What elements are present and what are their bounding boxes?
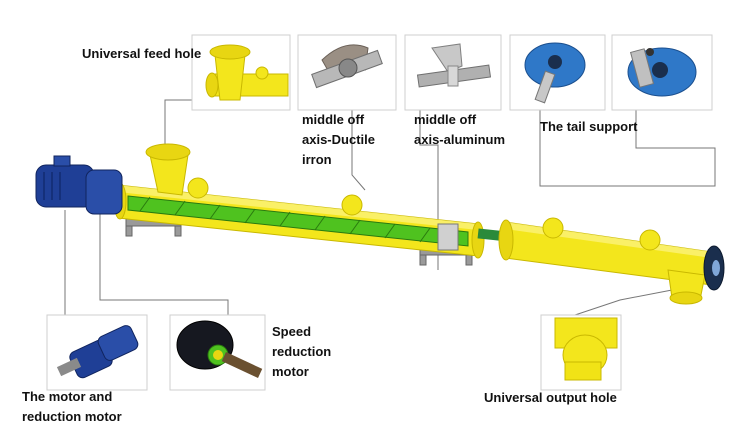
label-speed-motor: Speed reduction motor (272, 324, 332, 379)
thumb-tail-1-image (524, 42, 586, 104)
feed-hopper (145, 143, 191, 196)
main-conveyor (35, 143, 725, 305)
tail-support-disc (703, 245, 725, 291)
thumb-speed-motor-image (176, 320, 263, 378)
label-output-hole: Universal output hole (484, 390, 617, 405)
label-tail-support: The tail support (540, 119, 638, 134)
thumb-tail-2-image (627, 47, 697, 97)
leader-feed-hole (164, 99, 192, 150)
label-ductile-axis: middle off axis-Ductile irron (302, 112, 375, 167)
label-feed-hole: Universal feed hole (82, 46, 202, 61)
leader-lines (64, 99, 716, 316)
leader-aluminum (419, 110, 439, 270)
leader-ductile (351, 110, 366, 191)
leader-tail-support (539, 110, 716, 187)
tube-left-highlight (118, 185, 478, 230)
inspection-bumps-right (542, 217, 661, 251)
label-aluminum-axis: middle off axis-aluminum (414, 112, 506, 147)
thumb-feed-hole-image (205, 44, 289, 101)
thumb-output-image (554, 317, 618, 381)
label-motor-reduction: The motor and reduction motor (22, 389, 122, 424)
flange-right-start (498, 219, 514, 261)
leader-output (574, 289, 673, 316)
flange-left-mid (471, 221, 485, 259)
thumb-motor-image (56, 325, 139, 379)
leader-speed-motor (99, 210, 229, 315)
thumb-aluminum-image (416, 43, 492, 88)
output-hole (667, 269, 706, 305)
drive-motor (35, 155, 123, 215)
screw-flight (127, 195, 469, 247)
inspection-bumps-left (187, 177, 363, 216)
thumb-ductile-image (311, 44, 383, 89)
